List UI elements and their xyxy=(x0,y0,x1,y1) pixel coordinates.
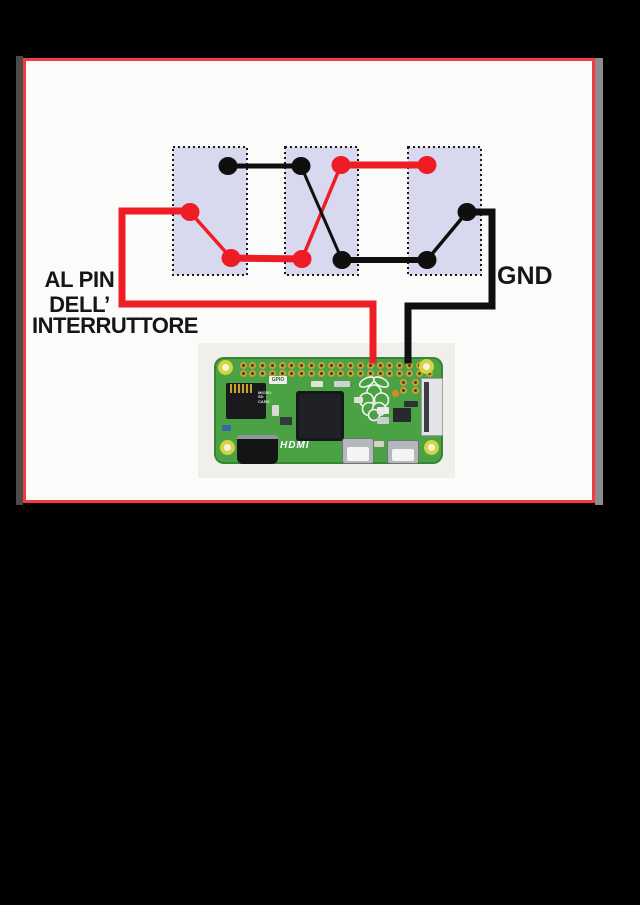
gpio-pin xyxy=(317,361,325,369)
smd-component xyxy=(334,381,350,387)
diagram-slide: AL PIN DELL’ INTERRUTTORE GND MICRO SD C… xyxy=(23,58,595,503)
gpio-pin xyxy=(249,361,257,369)
contact-dot xyxy=(221,249,241,267)
smd-component xyxy=(272,405,279,416)
gpio-pin xyxy=(288,369,296,377)
mounting-hole xyxy=(220,440,235,455)
smd-component xyxy=(311,381,323,387)
gpio-pin xyxy=(259,361,267,369)
micro-usb-port xyxy=(387,440,419,464)
wire xyxy=(227,254,306,263)
switch-pin-label-line2: DELL’ xyxy=(49,292,110,317)
wire xyxy=(299,164,344,262)
contact-dot xyxy=(331,156,351,174)
raspberry-pi-photo: MICRO SD CARD GPIO xyxy=(198,343,455,478)
gnd-label: GND xyxy=(497,262,553,290)
gpio-pin xyxy=(347,361,355,369)
mini-hdmi-port xyxy=(237,435,278,464)
gpio-pin xyxy=(405,369,413,377)
gpio-pin xyxy=(386,369,394,377)
gpio-pin xyxy=(268,369,276,377)
wire xyxy=(118,207,377,364)
raspberry-logo-icon xyxy=(358,376,390,422)
gpio-pin xyxy=(298,361,306,369)
contact-dot xyxy=(417,156,437,174)
gpio-pin xyxy=(356,361,364,369)
contact-dot xyxy=(417,251,437,269)
microsd-contacts xyxy=(230,384,252,393)
micro-usb-port xyxy=(342,438,374,464)
smd-component xyxy=(404,401,418,407)
mounting-hole xyxy=(218,360,233,375)
camera-connector-slot xyxy=(424,382,429,432)
smd-component xyxy=(374,441,384,447)
gpio-header xyxy=(214,357,443,379)
microsd-silkscreen: MICRO SD CARD xyxy=(258,390,272,404)
run-pad xyxy=(400,387,407,394)
gpio-pin xyxy=(337,361,345,369)
gpio-pin xyxy=(396,361,404,369)
contact-dot xyxy=(332,251,352,269)
raspberry-pi-board: MICRO SD CARD GPIO xyxy=(214,357,443,464)
gpio-pin xyxy=(298,369,306,377)
gpio-pin xyxy=(278,361,286,369)
run-pad xyxy=(400,379,407,386)
mounting-hole xyxy=(424,440,439,455)
gpio-pin xyxy=(376,369,384,377)
contact-dot xyxy=(292,250,312,268)
run-pad xyxy=(412,379,419,386)
gpio-pin xyxy=(308,361,316,369)
gpio-pin xyxy=(356,369,364,377)
smd-component xyxy=(222,425,231,431)
camera-connector xyxy=(421,378,443,436)
gpio-pin xyxy=(308,369,316,377)
gpio-pin xyxy=(268,361,276,369)
gpio-pin xyxy=(327,369,335,377)
gpio-pin xyxy=(239,361,247,369)
soc-chip xyxy=(296,391,344,441)
smd-component xyxy=(354,397,363,403)
contact-dot xyxy=(457,203,477,221)
wire xyxy=(424,209,470,263)
right-edge-strip xyxy=(595,58,603,505)
switch-pin-label-line1: AL PIN xyxy=(44,267,115,292)
gpio-pin xyxy=(396,369,404,377)
smd-component xyxy=(377,407,389,414)
left-edge-strip xyxy=(16,56,23,505)
smd-component xyxy=(280,417,292,425)
gpio-pin xyxy=(259,369,267,377)
gpio-pin xyxy=(366,369,374,377)
gpio-pin xyxy=(288,361,296,369)
smd-component xyxy=(377,417,389,424)
mounting-hole xyxy=(419,359,434,374)
usb-controller-chip xyxy=(393,408,411,422)
gpio-pin xyxy=(278,369,286,377)
hdmi-silkscreen: HDMI xyxy=(280,440,310,451)
run-pad xyxy=(412,387,419,394)
gpio-pin xyxy=(337,369,345,377)
gpio-pin xyxy=(386,361,394,369)
gpio-pin xyxy=(347,369,355,377)
gpio-pin xyxy=(239,369,247,377)
contact-dot xyxy=(180,203,200,221)
gpio-silkscreen: GPIO xyxy=(269,376,287,384)
schematic-svg xyxy=(118,146,496,364)
gpio-pin xyxy=(376,361,384,369)
wire xyxy=(404,208,496,364)
gpio-pin xyxy=(249,369,257,377)
gpio-pin xyxy=(317,369,325,377)
wire xyxy=(187,209,234,261)
gpio-pin xyxy=(327,361,335,369)
contact-dot xyxy=(291,157,311,175)
contact-dot xyxy=(218,157,238,175)
switch-pin-label-line3: INTERRUTTORE xyxy=(32,313,198,338)
status-led xyxy=(392,390,399,397)
